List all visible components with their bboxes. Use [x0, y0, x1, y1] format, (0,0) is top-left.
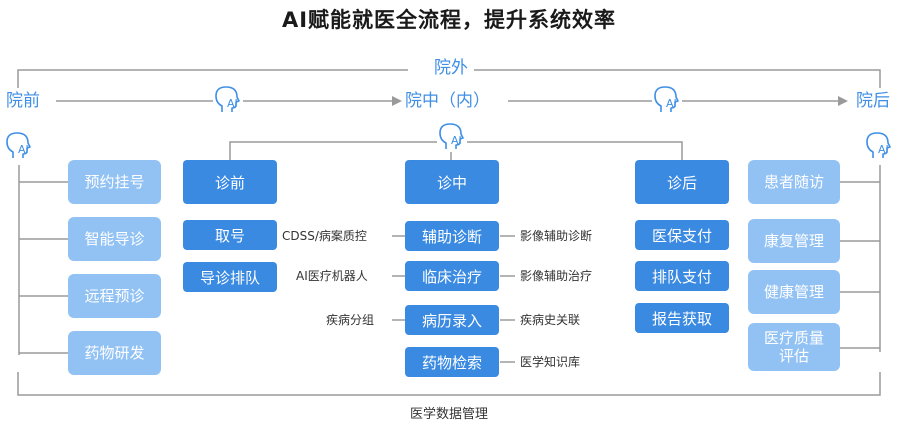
ai-icon-text: AI — [18, 143, 29, 156]
in-visit-right-label: 影像辅助诊断 — [520, 229, 593, 243]
post-visit-item[interactable]: 排队支付 — [635, 261, 729, 291]
pre-visit-item[interactable]: 取号 — [183, 220, 277, 250]
ai-icon-text: AI — [227, 97, 238, 110]
pre-hospital-item[interactable]: 药物研发 — [68, 331, 161, 375]
stage-post-label: 院后 — [856, 91, 890, 111]
stage-outer-label: 院外 — [434, 58, 468, 78]
in-visit-right-label: 影像辅助治疗 — [520, 269, 593, 283]
in-visit-left-label: AI医疗机器人 — [296, 269, 368, 283]
arrowhead — [838, 96, 848, 106]
stage-mid-label: 院中（内） — [405, 91, 490, 111]
pre-hospital-item[interactable]: 预约挂号 — [68, 160, 161, 204]
post-visit-item[interactable]: 医保支付 — [635, 220, 729, 250]
in-visit-left-label: 疾病分组 — [326, 313, 375, 327]
ai-head-icon: AI — [213, 85, 243, 115]
arrowhead — [392, 96, 402, 106]
post-visit-item[interactable]: 报告获取 — [635, 303, 729, 333]
ai-head-icon: AI — [437, 122, 467, 152]
ai-icon-text: AI — [451, 134, 462, 147]
post-hospital-item[interactable]: 康复管理 — [748, 219, 840, 263]
in-visit-right-label: 医学知识库 — [520, 355, 581, 369]
in-visit-right-label: 疾病史关联 — [520, 313, 581, 327]
pre-visit-item[interactable]: 导诊排队 — [183, 262, 277, 292]
page-title: AI赋能就医全流程，提升系统效率 — [281, 8, 617, 32]
ai-icon-text: AI — [666, 97, 677, 110]
pre-hospital-item[interactable]: 智能导诊 — [68, 217, 161, 261]
post-hospital-item[interactable]: 健康管理 — [748, 270, 840, 314]
post-hospital-item[interactable]: 医疗质量评估 — [748, 323, 840, 371]
footer-label: 医学数据管理 — [409, 407, 488, 422]
ai-icon-text: AI — [878, 143, 889, 156]
in-visit-left-label: CDSS/病案质控 — [282, 229, 367, 243]
post-hospital-item[interactable]: 患者随访 — [748, 160, 840, 204]
ai-head-icon: AI — [864, 131, 894, 161]
in-visit-item[interactable]: 病历录入 — [405, 305, 499, 335]
in-visit-item[interactable]: 辅助诊断 — [405, 221, 499, 251]
stage-pre-label: 院前 — [6, 91, 40, 111]
post-visit-header[interactable]: 诊后 — [635, 160, 729, 204]
in-visit-header[interactable]: 诊中 — [405, 160, 499, 204]
ai-head-icon: AI — [4, 131, 34, 161]
pre-visit-header[interactable]: 诊前 — [183, 160, 277, 204]
in-visit-item[interactable]: 药物检索 — [405, 347, 499, 377]
pre-hospital-item[interactable]: 远程预诊 — [68, 274, 161, 318]
ai-head-icon: AI — [652, 85, 682, 115]
in-visit-item[interactable]: 临床治疗 — [405, 261, 499, 291]
